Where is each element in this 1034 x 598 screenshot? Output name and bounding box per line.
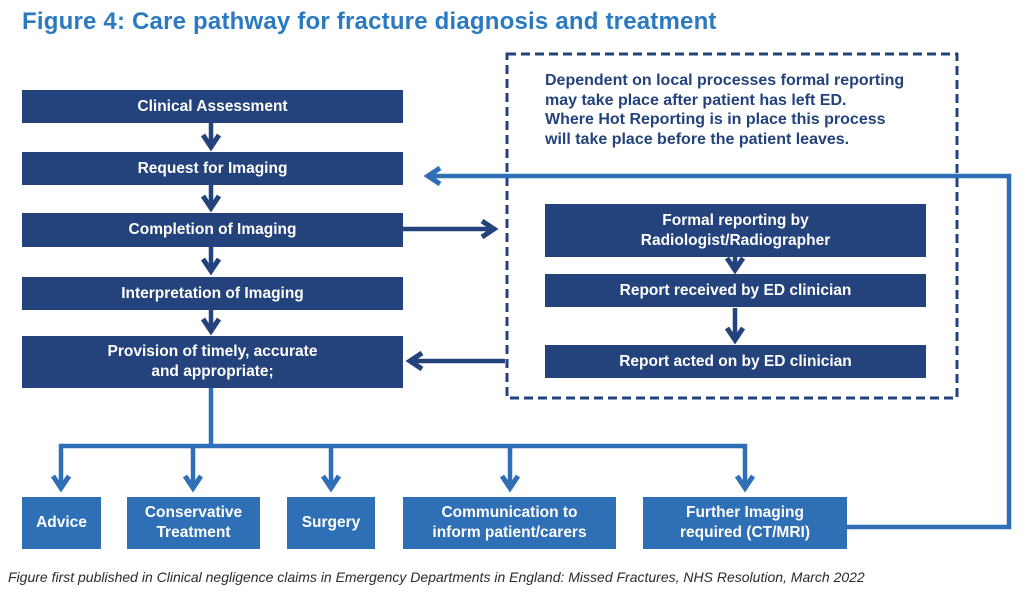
figure-footer: Figure first published in Clinical negli… — [8, 569, 865, 585]
pathway-step-completion-of-imaging: Completion of Imaging — [22, 213, 403, 247]
reporting-step-report-acted: Report acted on by ED clinician — [545, 345, 926, 378]
reporting-dashed-border — [505, 52, 959, 400]
reporting-note: Dependent on local processes formal repo… — [545, 72, 905, 148]
pathway-step-interpretation-of-imaging: Interpretation of Imaging — [22, 277, 403, 310]
figure-title: Figure 4: Care pathway for fracture diag… — [22, 8, 717, 35]
reporting-step-formal-reporting: Formal reporting by Radiologist/Radiogra… — [545, 204, 926, 257]
arrow-further-imaging-to-request — [423, 165, 1012, 530]
outcome-advice: Advice — [22, 497, 101, 549]
outcome-communication: Communication to inform patient/carers — [403, 497, 616, 549]
outcome-conservative-treatment: Conservative Treatment — [127, 497, 260, 549]
outcome-further-imaging: Further Imaging required (CT/MRI) — [643, 497, 847, 549]
pathway-step-request-for-imaging: Request for Imaging — [22, 152, 403, 185]
pathway-step-provision: Provision of timely, accurate and approp… — [22, 336, 403, 388]
pathway-step-clinical-assessment: Clinical Assessment — [22, 90, 403, 123]
outcome-surgery: Surgery — [287, 497, 375, 549]
reporting-step-report-received: Report received by ED clinician — [545, 274, 926, 307]
